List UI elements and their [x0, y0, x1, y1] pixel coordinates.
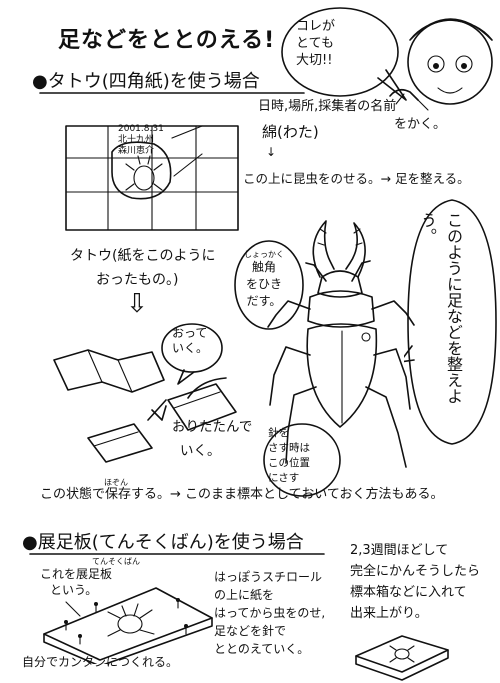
antenna-line: だす。: [246, 294, 282, 308]
section1-heading-text: タトウ(四角紙)を使う場合: [47, 71, 260, 92]
beetle-illustration: [267, 220, 415, 468]
heading-underline-2: [29, 553, 325, 555]
bullet-icon: ●: [32, 71, 48, 92]
fold-bubble-line: おって: [172, 326, 208, 340]
hozon-ruby: ほぞん: [104, 478, 128, 487]
weeks-line: 2,3週間ほどして: [350, 543, 449, 558]
pin-line: にさす: [268, 472, 300, 484]
section2-heading-text: 展足板(てんそくばん)を使う場合: [37, 532, 304, 553]
label-line: 北十九州: [118, 135, 155, 145]
antenna-ruby: しょっかく: [244, 250, 284, 259]
method-text: はっぽうスチロール の上に紙を はってから虫をのせ, 足などを針で ととのえてい…: [214, 568, 325, 658]
fold-caption-2: いく。: [180, 443, 221, 459]
antenna-bubble-text: しょっかく 触角 をひき だす。: [244, 250, 284, 310]
bullet-icon: ●: [22, 532, 38, 553]
bubble-line: コレが: [296, 19, 336, 34]
big-down-arrow-icon: ⇩: [126, 289, 148, 319]
down-arrow-icon: ↓: [266, 145, 277, 159]
vertical-bubble-text: このように足などを整えよう。: [418, 212, 463, 404]
weeks-line: 出来上がり。: [350, 606, 428, 621]
cotton-label: 綿(わた): [262, 123, 319, 141]
pin-bubble: [263, 423, 341, 497]
fold-bubble-line: いく。: [172, 341, 209, 355]
section2-heading: ●展足板(てんそくばん)を使う場合: [22, 528, 304, 554]
speech-bubble-text: コレが とても 大切!!: [296, 18, 335, 69]
bubble-line: 大切!!: [296, 53, 333, 68]
label-line: 森川恵介: [118, 146, 155, 156]
fold-caption-1: おりたたんで: [172, 419, 253, 435]
method-line: 足などを針で: [214, 624, 287, 638]
pin-line: 針を: [268, 427, 289, 439]
weeks-line: 標本箱などに入れて: [350, 585, 467, 600]
pin-bubble-text: 針を さす時は この位置 にさす: [268, 426, 310, 486]
board-illustration: [43, 587, 213, 664]
specimen-label: 2001.8.31 北十九州 森川恵介: [118, 124, 164, 157]
bubble-line: とても: [296, 36, 334, 51]
page-title: 足などをととのえる!: [58, 28, 276, 53]
tenso-ruby: てんそくばん: [92, 557, 140, 566]
vertical-bubble: [404, 199, 497, 445]
weeks-text: 2,3週間ほどして 完全にかんそうしたら 標本箱などに入れて 出来上がり。: [350, 540, 480, 624]
board-caption: 自分でカンタンにつくれる。: [22, 655, 179, 669]
heading-underline: [39, 92, 305, 94]
antenna-line: 触角: [251, 260, 276, 274]
label-line: 2001.8.31: [118, 124, 164, 134]
specimen-box-illustration: [355, 635, 449, 681]
board-label-2: という。: [50, 583, 98, 597]
folding-illustration: [53, 323, 237, 463]
fold-bubble-text: おって いく。: [172, 326, 208, 356]
antenna-line: をひき: [245, 277, 282, 291]
section1-heading: ●タトウ(四角紙)を使う場合: [32, 67, 260, 93]
pin-line: この位置: [268, 457, 310, 469]
weeks-line: 完全にかんそうしたら: [350, 564, 481, 579]
method-line: はってから虫をのせ,: [214, 606, 326, 620]
tatou-grid-illustration: [65, 125, 239, 231]
store-caption: この状態で保存する。→ このまま標本としておいておく方法もある。: [40, 487, 444, 502]
method-line: ととのえていく。: [214, 642, 310, 656]
antenna-bubble: [234, 240, 304, 330]
character-illustration: [281, 7, 493, 111]
tatou-caption-2: おったもの。): [96, 272, 179, 288]
label-info-text: 日時,場所,採集者の名前: [258, 99, 397, 114]
label-info-text-2: をかく。: [394, 117, 447, 132]
instruction-text: この上に昆虫をのせる。→ 足を整える。: [243, 171, 470, 186]
board-label-1: これを展足板: [40, 567, 113, 581]
pin-line: さす時は: [268, 442, 310, 454]
method-line: はっぽうスチロール: [214, 570, 323, 584]
method-line: の上に紙を: [214, 588, 275, 602]
tatou-caption-1: タトウ(紙をこのように: [70, 248, 216, 264]
